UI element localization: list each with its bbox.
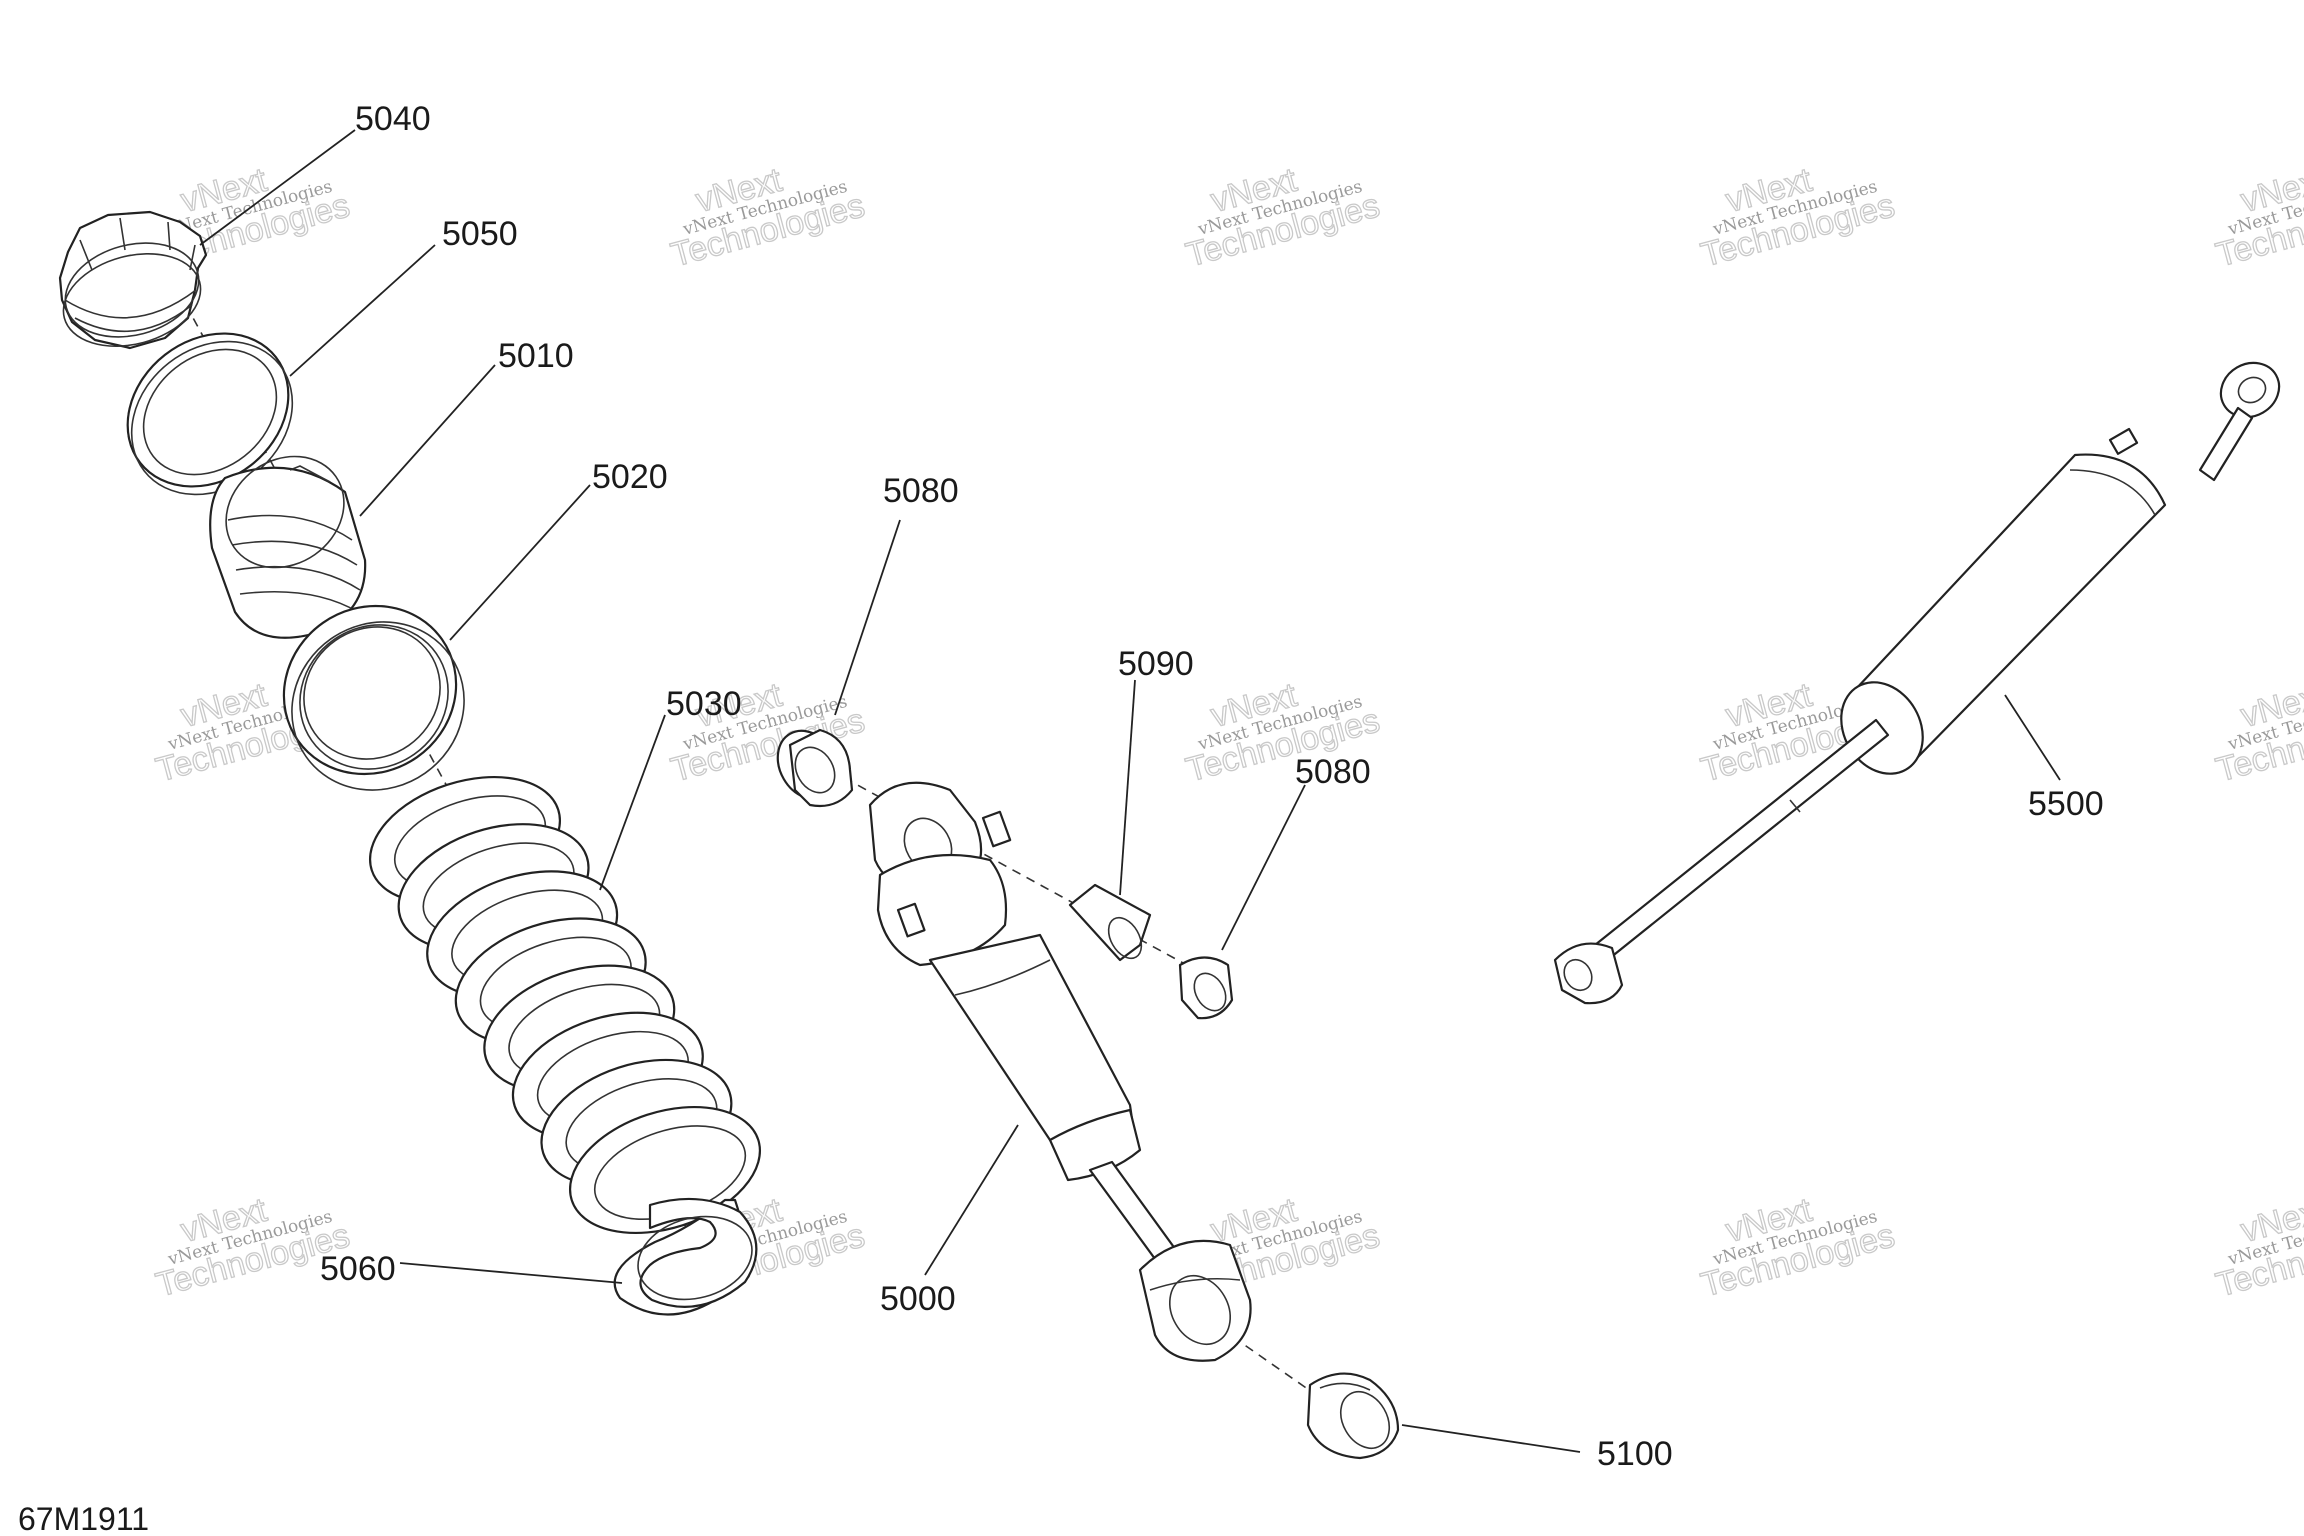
part-5100-bushing-lower[interactable] xyxy=(1306,1372,1400,1460)
part-5050-washer[interactable] xyxy=(97,302,323,526)
document-id: 67M1911 xyxy=(18,1501,149,1536)
callout-5060: 5060 xyxy=(320,1250,396,1288)
leader-5040 xyxy=(199,129,356,246)
callout-5040: 5040 xyxy=(355,100,431,138)
callout-5090: 5090 xyxy=(1118,645,1194,683)
part-5000-damper-body[interactable] xyxy=(868,781,1252,1362)
leader-5050 xyxy=(289,244,436,377)
damper-assembly xyxy=(766,720,1400,1460)
leader-5060 xyxy=(399,1262,623,1284)
part-5500-shock-assembly[interactable] xyxy=(1553,352,2289,1005)
leader-5100 xyxy=(1401,1424,1581,1453)
part-5090-spacer-tube[interactable] xyxy=(1068,883,1152,964)
leader-5030 xyxy=(599,714,666,891)
callout-5080-upper: 5080 xyxy=(883,472,959,510)
leader-5000 xyxy=(924,1124,1019,1276)
leader-5500 xyxy=(2004,694,2061,781)
part-5020-lock-ring[interactable] xyxy=(251,572,497,823)
leader-5020 xyxy=(449,484,591,641)
part-5060-spring-retainer[interactable] xyxy=(613,1197,762,1316)
callout-labels: 5040 5050 5010 5020 5030 5080 5090 5080 … xyxy=(320,100,2104,1473)
callout-5000: 5000 xyxy=(880,1280,956,1318)
callout-5500: 5500 xyxy=(2028,785,2104,823)
part-5030-coil-spring[interactable] xyxy=(354,755,776,1256)
callout-5010: 5010 xyxy=(498,337,574,375)
part-5080-bushing-upper-right[interactable] xyxy=(1178,956,1234,1020)
callout-5100: 5100 xyxy=(1597,1435,1673,1473)
callout-5030: 5030 xyxy=(666,685,742,723)
part-5040-adjuster-nut[interactable] xyxy=(53,210,211,361)
callout-5050: 5050 xyxy=(442,215,518,253)
callout-5020: 5020 xyxy=(592,458,668,496)
leader-lines xyxy=(199,129,2061,1453)
part-5080-bushing-upper-left[interactable] xyxy=(766,720,854,810)
leader-5010 xyxy=(359,364,496,517)
spring-assembly xyxy=(53,210,776,1316)
leader-5090 xyxy=(1119,679,1136,896)
leader-5080a xyxy=(834,519,901,716)
callout-5080-right: 5080 xyxy=(1295,753,1371,791)
leader-5080b xyxy=(1221,784,1306,951)
